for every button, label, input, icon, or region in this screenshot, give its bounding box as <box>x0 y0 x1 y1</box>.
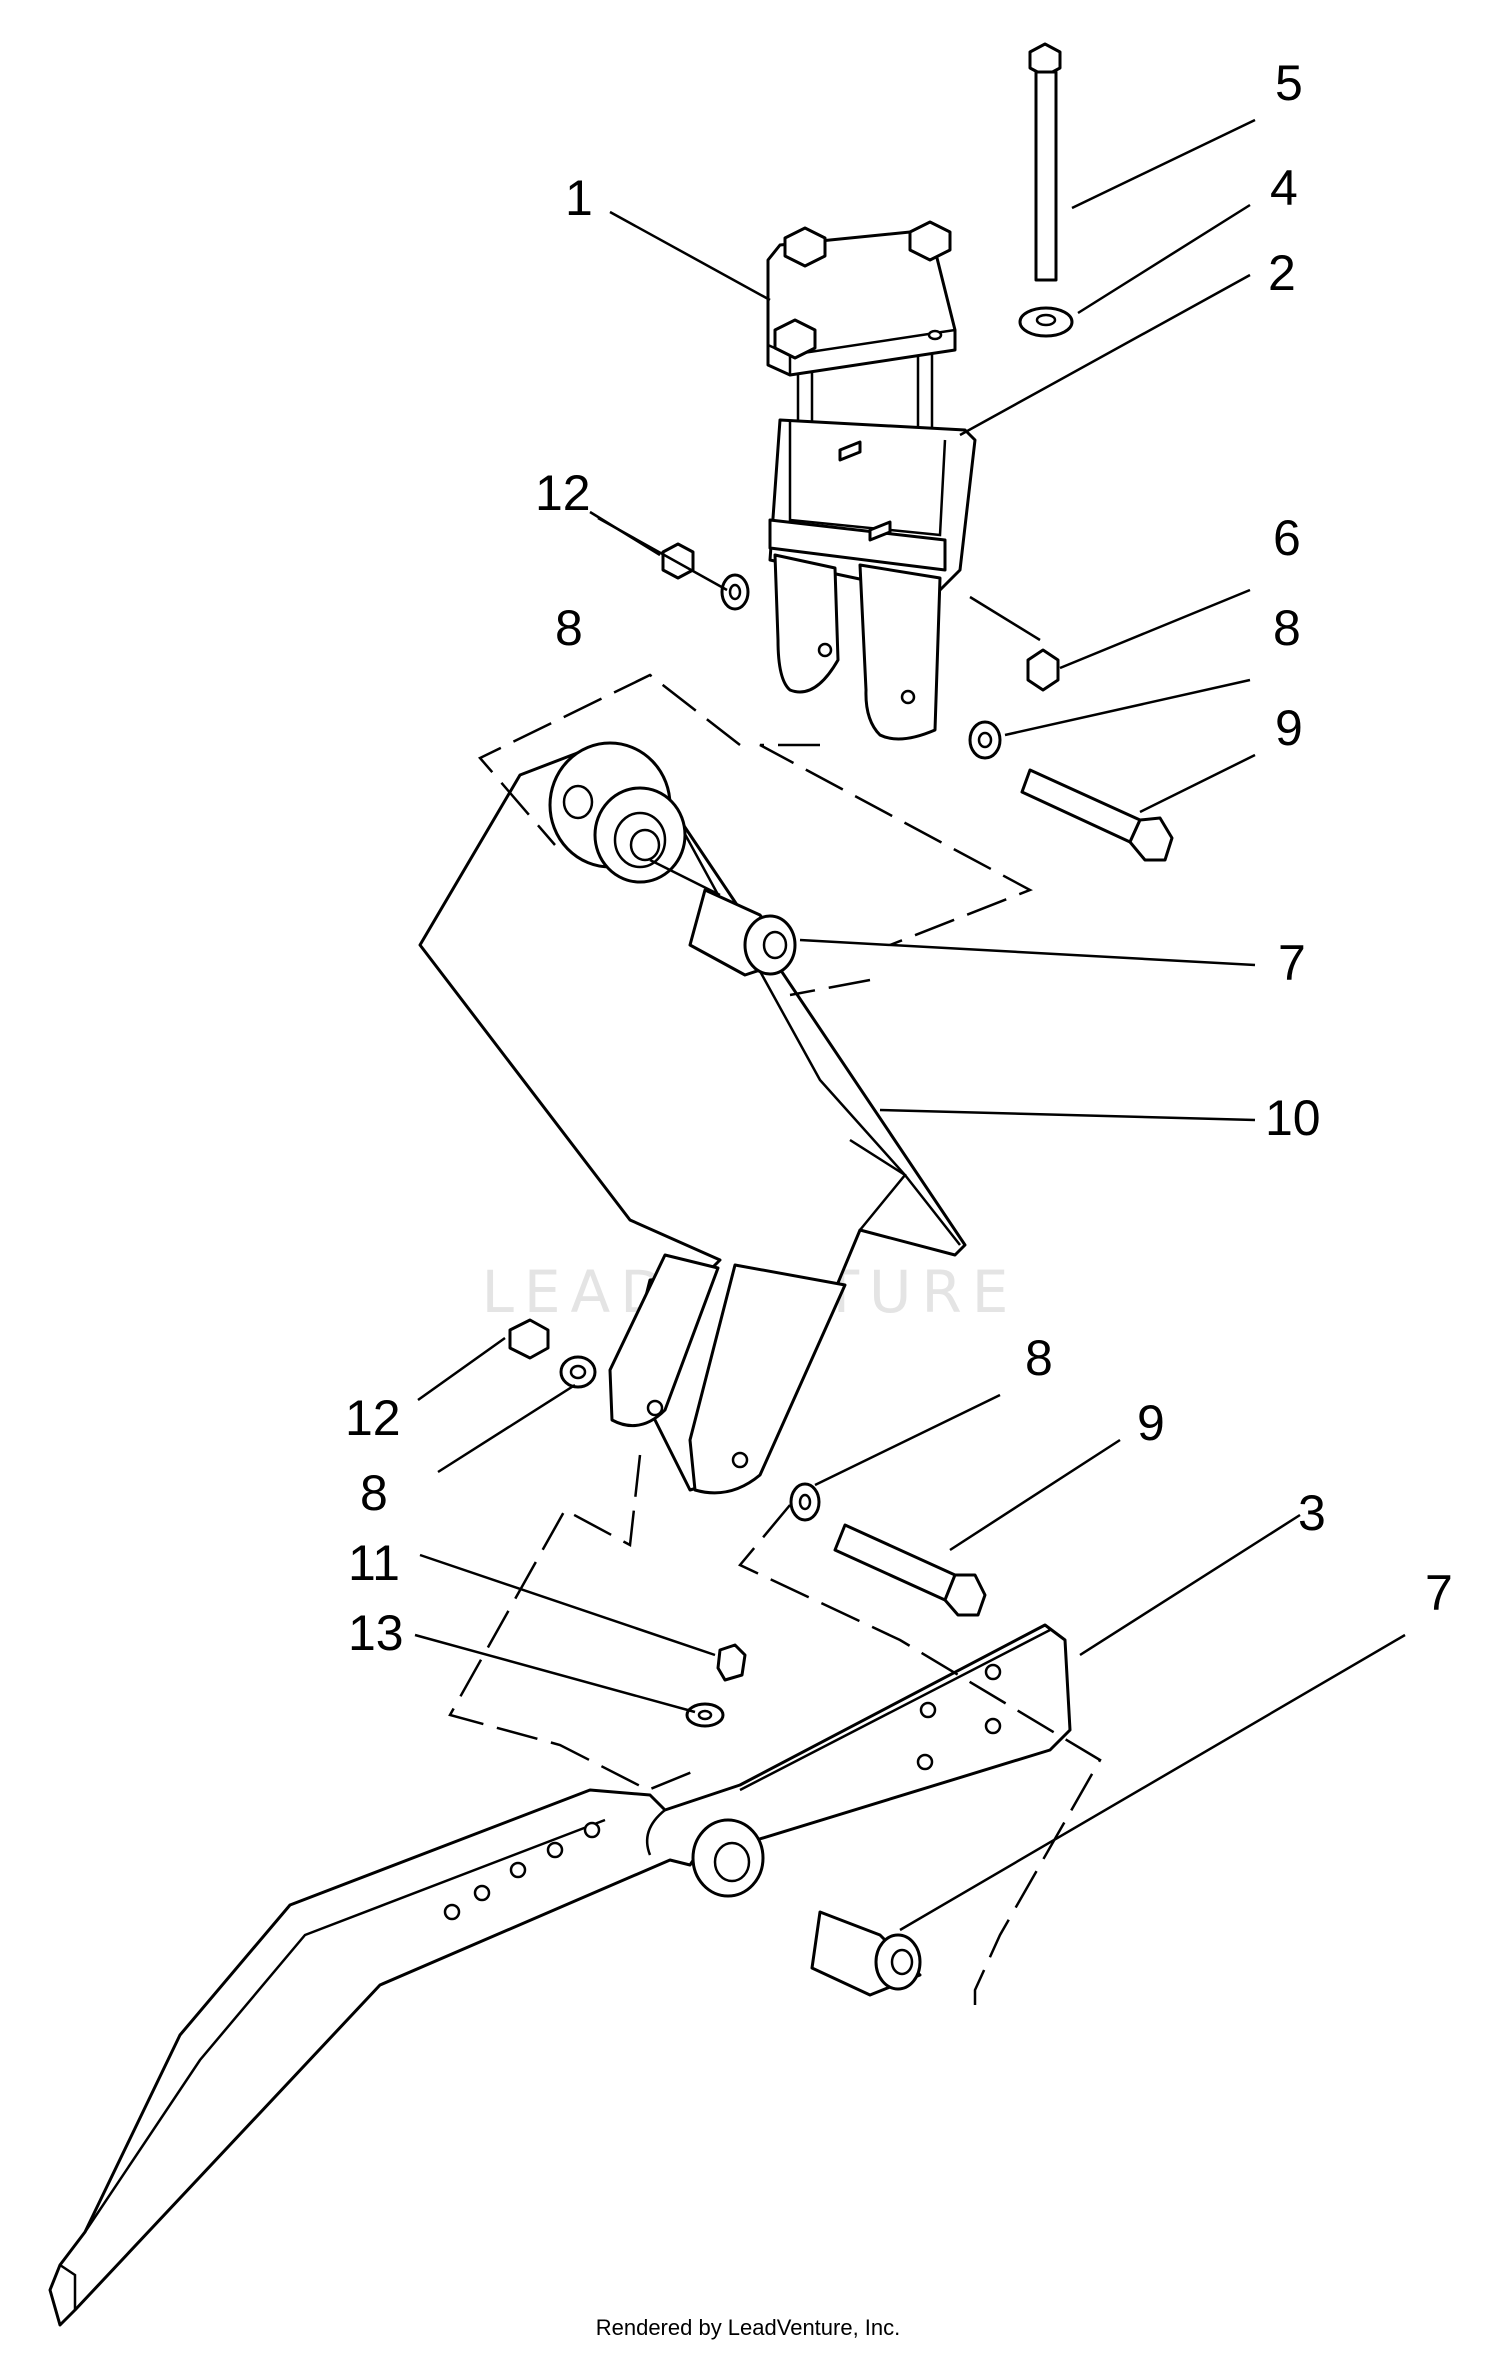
part-9-bolt-lower <box>833 1523 987 1617</box>
part-8-washer-lower-right <box>789 1482 821 1522</box>
callout-12-top: 12 <box>535 465 591 521</box>
leader-lines <box>414 118 1406 1932</box>
callout-12-lower: 12 <box>345 1390 401 1446</box>
leader-6-path <box>969 595 1041 642</box>
part-3-lever <box>48 1623 1072 2327</box>
part-8-washer-top-right <box>968 720 1002 760</box>
callout-8-lower-left: 8 <box>360 1465 388 1521</box>
callout-8-top-left: 8 <box>555 600 583 656</box>
callout-9-top: 9 <box>1275 700 1303 756</box>
callout-5: 5 <box>1275 55 1303 111</box>
part-8-washer-top-left <box>720 573 750 611</box>
callout-2: 2 <box>1268 245 1296 301</box>
part-10-arm <box>418 741 967 1495</box>
footer-credit: Rendered by LeadVenture, Inc. <box>596 2315 901 2340</box>
part-2-bracket <box>768 418 977 741</box>
part-8-washer-lower-left <box>559 1355 597 1389</box>
callout-10: 10 <box>1265 1090 1321 1146</box>
part-13-washer <box>685 1702 725 1728</box>
callout-7-lower: 7 <box>1425 1565 1453 1621</box>
part-9-bolt-top <box>1020 768 1174 862</box>
callout-7-top: 7 <box>1278 935 1306 991</box>
part-5-bolt <box>1028 42 1062 282</box>
callout-9-lower: 9 <box>1137 1395 1165 1451</box>
callout-6: 6 <box>1273 510 1301 566</box>
part-12-nut-top <box>661 542 695 580</box>
dashed-alignment-lines <box>448 673 1102 2005</box>
part-4-washer <box>1018 306 1074 338</box>
part-11-fitting <box>716 1643 747 1682</box>
callout-1: 1 <box>565 170 593 226</box>
callout-11: 11 <box>348 1535 400 1591</box>
part-12-nut-lower <box>508 1318 550 1360</box>
callout-13: 13 <box>348 1605 404 1661</box>
part-6-nut <box>1026 648 1060 692</box>
callout-8-lower-right: 8 <box>1025 1330 1053 1386</box>
callout-4: 4 <box>1270 160 1298 216</box>
callout-3: 3 <box>1298 1485 1326 1541</box>
part-7-sleeve-top <box>688 888 797 977</box>
callout-8-top-right: 8 <box>1273 600 1301 656</box>
part-7-sleeve-lower <box>810 1910 922 1997</box>
leader-7-path <box>649 858 721 897</box>
